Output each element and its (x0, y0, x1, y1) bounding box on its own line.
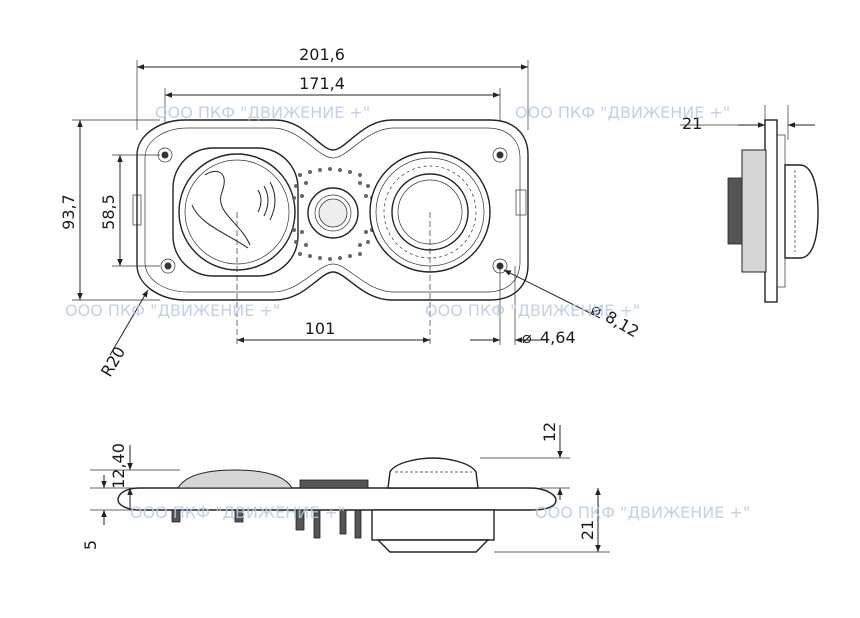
center-lens (307, 187, 359, 239)
side-flange (764, 119, 778, 303)
dim-overall-width: 201,6 (299, 45, 345, 64)
dim-side-flange: 5 (81, 540, 100, 550)
left-clip (132, 194, 142, 226)
dim-mount-width: 171,4 (299, 74, 345, 93)
watermark-6: ООО ПКФ "ДВИЖЕНИЕ +" (535, 503, 750, 522)
bottom-left-dome (177, 469, 293, 489)
side-view (680, 105, 819, 303)
dim-side-height-top: 12,40 (109, 443, 128, 489)
dim-center-distance: 101 (305, 319, 336, 338)
dim-overall-height: 93,7 (59, 194, 78, 230)
watermark-3: ООО ПКФ "ДВИЖЕНИЕ +" (65, 301, 280, 320)
dim-hole-diameter: 4,64 (540, 328, 576, 347)
side-lens (784, 164, 819, 259)
housing-inner-outline (144, 127, 521, 293)
dim-mount-height: 58,5 (99, 194, 118, 230)
left-lamp (172, 147, 299, 277)
bottom-flange (117, 487, 557, 511)
watermark-2: ООО ПКФ "ДВИЖЕНИЕ +" (515, 103, 730, 122)
dim-diameter-symbol: ⌀ (522, 328, 532, 347)
right-clip (515, 189, 527, 216)
bottom-view (90, 425, 610, 553)
bottom-right-lens (387, 457, 479, 489)
side-body (741, 149, 767, 273)
bottom-housing (371, 509, 495, 541)
dim-side-depth-bottom: 21 (578, 520, 597, 540)
dim-side-height-lens: 12 (540, 422, 559, 442)
screw-hole-top-right (492, 147, 508, 163)
front-view (72, 60, 601, 356)
dim-side-depth: 21 (682, 114, 702, 133)
watermark-4: ООО ПКФ "ДВИЖЕНИЕ +" (425, 301, 640, 320)
dim-corner-radius: R20 (97, 343, 129, 380)
screw-hole-bottom-left (160, 258, 176, 274)
watermark-1: ООО ПКФ "ДВИЖЕНИЕ +" (155, 103, 370, 122)
watermark-5: ООО ПКФ "ДВИЖЕНИЕ +" (130, 503, 345, 522)
